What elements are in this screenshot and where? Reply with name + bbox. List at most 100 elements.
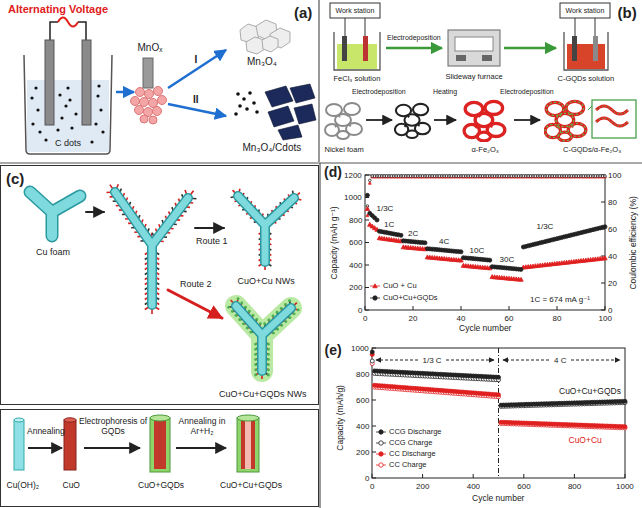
chart-frame <box>571 360 620 361</box>
material-label: Mn₃O₄/Cdots <box>243 142 302 154</box>
legend-text: CC Discharge <box>389 450 436 459</box>
step-label: Electrodeposition <box>387 34 441 42</box>
foam-strut <box>236 306 291 371</box>
data-marker <box>365 207 369 211</box>
axis-tick: 1000 <box>616 482 634 491</box>
axis-tick: 1200 <box>344 171 362 180</box>
axis-tick: 20 <box>409 314 418 323</box>
axis-title: Capacity (mAh/g) <box>336 385 346 451</box>
gqd-dot <box>254 358 257 361</box>
tick-mark <box>413 306 414 310</box>
cu-foam <box>30 192 224 318</box>
gqd-dot <box>254 348 257 351</box>
electrochem-cell <box>36 108 39 111</box>
tick-mark <box>473 474 474 478</box>
foam-strut <box>238 196 294 262</box>
tick-mark <box>605 306 606 310</box>
process-flow <box>14 420 24 470</box>
mn3o4-cdots-plates <box>278 125 302 140</box>
mn3o4-cdots-plates <box>252 101 256 105</box>
data-marker <box>373 296 377 300</box>
mn3o4-cdots-plates <box>234 112 238 116</box>
rate-label: 1/3C <box>537 222 554 231</box>
gqd-dot <box>244 306 247 309</box>
electrodeposition-setup <box>456 55 466 61</box>
gqd-dot <box>267 343 270 346</box>
gqd-dot <box>227 306 230 309</box>
process-flow <box>176 447 226 449</box>
process-flow <box>64 418 76 422</box>
gqd-dot <box>252 314 255 317</box>
mn3o4-cdots-plates <box>242 97 246 101</box>
electrodeposition-setup <box>365 18 366 38</box>
panel-label: (c) <box>6 170 24 187</box>
gqd-dot <box>240 301 243 304</box>
electrodeposition-setup <box>593 36 598 61</box>
electrodeposition-setup <box>595 18 596 38</box>
material-label: C dots <box>55 138 81 148</box>
axis-tick: 400 <box>467 482 480 491</box>
gqd-dot <box>284 303 287 306</box>
mnox-electrode <box>168 104 226 116</box>
axis-title: Cycle number <box>472 494 524 504</box>
gqd-dot <box>254 363 257 366</box>
data-marker <box>379 452 383 456</box>
tick-mark <box>372 478 376 479</box>
tick-mark <box>365 287 369 288</box>
axis-tick: 600 <box>356 396 369 405</box>
mnox-electrode <box>131 50 227 124</box>
mn3o4-cdots-plates <box>255 110 259 114</box>
data-marker <box>373 284 377 288</box>
gqd-dot <box>288 299 291 302</box>
mn3o4-crystals <box>262 36 278 52</box>
tick-mark <box>372 474 373 478</box>
process-flow <box>64 420 76 470</box>
foam-sequence <box>514 119 540 121</box>
mn3o4-cdots-plates <box>248 91 252 95</box>
process-flow <box>150 415 170 421</box>
tick-mark <box>601 283 605 284</box>
electrochem-cell <box>96 94 99 97</box>
foam-sequence <box>325 103 362 139</box>
electrodeposition-setup <box>575 18 576 38</box>
gqd-dot <box>267 358 270 361</box>
rate-label: 30C <box>500 255 515 264</box>
gqd-dot <box>297 309 300 312</box>
foam-sequence <box>366 119 392 121</box>
process-flow <box>245 421 251 469</box>
axis-title: Cycle number <box>459 324 511 334</box>
gqd-dot <box>235 314 238 317</box>
tick-mark <box>509 306 510 310</box>
foam-strut <box>238 196 294 262</box>
cu-foam <box>195 227 224 229</box>
axis-tick: 60 <box>505 314 514 323</box>
foam-sequence <box>588 106 592 110</box>
gqd-dot <box>267 374 270 377</box>
data-marker <box>497 393 501 397</box>
mn3o4-cdots-plates <box>268 106 294 127</box>
foam-sequence <box>596 106 628 126</box>
material-label: C-GQDs solution <box>558 75 615 84</box>
electrodeposition-setup <box>448 30 500 66</box>
electrochem-cell <box>60 116 63 119</box>
chart-frame <box>372 348 625 478</box>
process-flow <box>28 447 62 449</box>
data-marker <box>399 233 403 237</box>
axis-tick: 40 <box>457 314 466 323</box>
data-marker <box>379 463 383 467</box>
route-number: I <box>195 54 198 66</box>
step-label: Electrodeposition <box>352 88 406 96</box>
electrodeposition-setup <box>504 47 556 50</box>
rate-label: 1/3C <box>377 204 394 213</box>
mnox-electrode <box>145 90 154 99</box>
tick-mark <box>372 400 376 401</box>
gqd-dot <box>248 310 251 313</box>
mn3o4-cdots-plates <box>234 84 316 140</box>
mnox-electrode <box>154 87 163 96</box>
process-flow <box>150 418 170 472</box>
material-label: MnOₓ <box>138 42 163 54</box>
electrodeposition-setup <box>345 18 346 38</box>
